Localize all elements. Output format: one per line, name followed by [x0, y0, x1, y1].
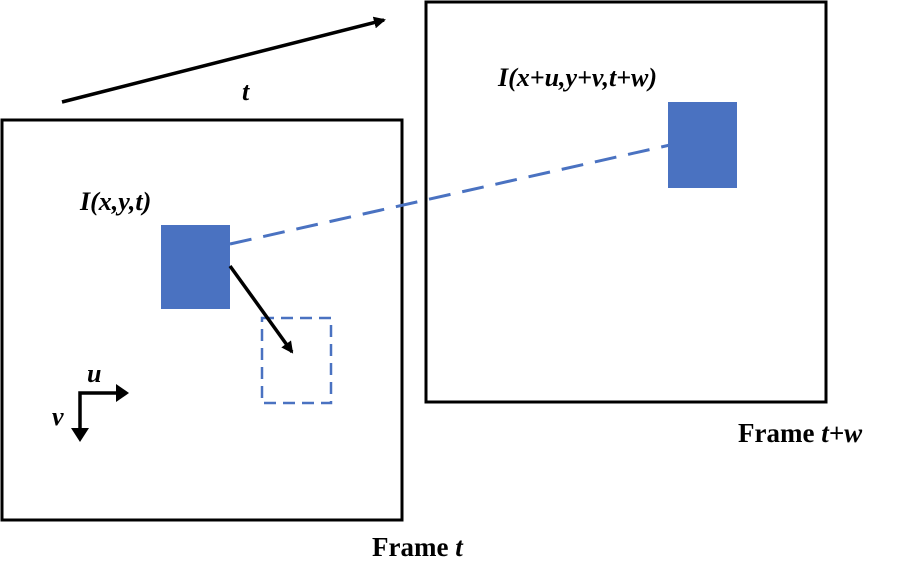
frame-tw-caption-var: t+w [821, 418, 863, 448]
patch-frame-t-label: I(x,y,t) [79, 187, 151, 216]
time-arrow [61, 16, 386, 104]
frame-tw-caption: Frame t+w [738, 418, 863, 448]
patch-frame-tw [668, 102, 737, 188]
correspondence-dashed-line [229, 143, 671, 246]
frame-t-box [0, 118, 404, 522]
frame-t-caption: Frame t [372, 532, 464, 562]
u-axis-arrowhead [116, 384, 129, 402]
u-axis-arrow [78, 391, 120, 430]
patch-frame-t [161, 225, 230, 309]
frame-t-caption-var: t [455, 532, 464, 562]
frame-tw-box [424, 0, 828, 404]
patch-frame-tw-label: I(x+u,y+v,t+w) [497, 63, 657, 92]
time-arrow-label: t [242, 77, 250, 106]
frame-t-caption-word: Frame [372, 532, 455, 562]
u-axis-label: u [87, 359, 101, 388]
v-axis-arrowhead [71, 428, 89, 442]
v-axis-label: v [52, 402, 64, 431]
frame-tw-caption-word: Frame [738, 418, 821, 448]
motion-arrow [228, 264, 294, 354]
